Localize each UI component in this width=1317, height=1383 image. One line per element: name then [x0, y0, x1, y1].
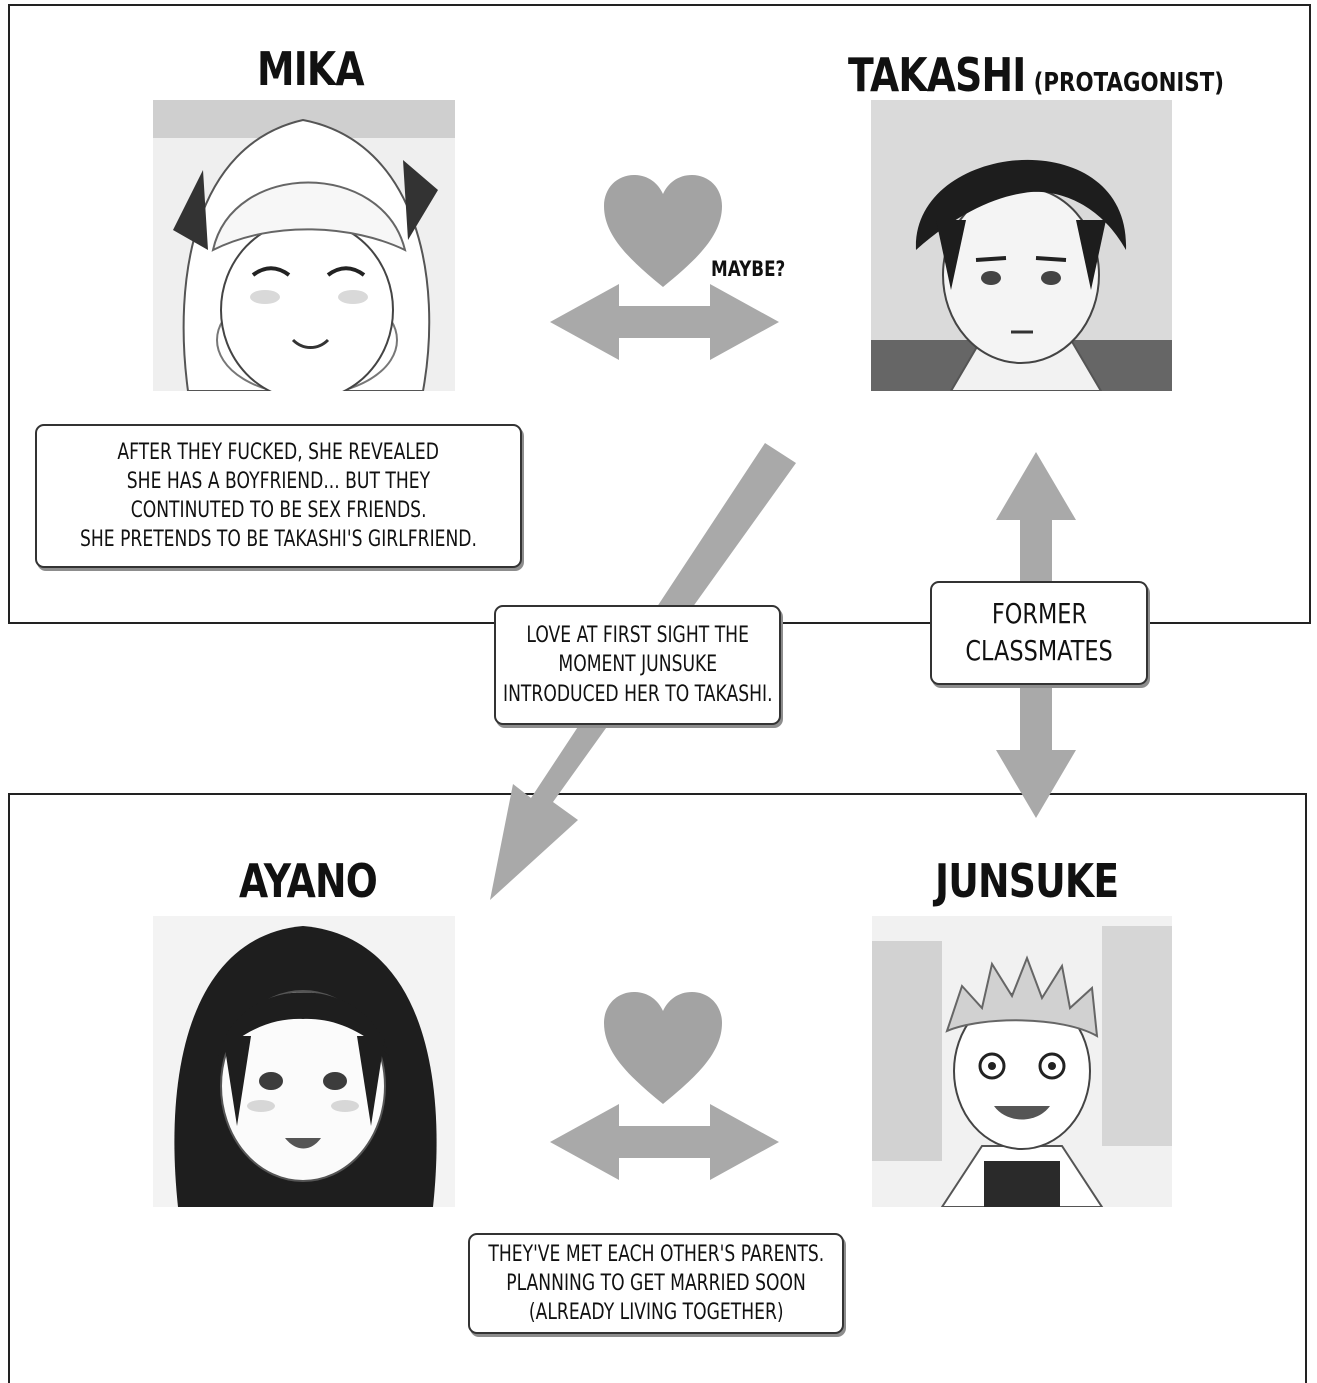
takashi-role: (PROTAGONIST)	[1033, 68, 1224, 98]
note-line: INTRODUCED HER TO TAKASHI.	[502, 681, 773, 707]
portrait-takashi	[871, 100, 1172, 391]
takashi-name: TAKASHI	[848, 48, 1026, 102]
character-name-ayano: AYANO	[239, 854, 378, 908]
heart-icon	[604, 175, 722, 287]
heart-icon	[604, 992, 722, 1104]
character-name-takashi: TAKASHI(PROTAGONIST)	[848, 52, 1224, 98]
spiky-haired-boy-icon	[872, 916, 1172, 1207]
mika-takashi-note: AFTER THEY FUCKED, SHE REVEALED SHE HAS …	[35, 424, 522, 568]
portrait-mika	[153, 100, 455, 391]
note-line: CONTINUTED TO BE SEX FRIENDS.	[130, 498, 427, 523]
note-line: MOMENT JUNSUKE	[558, 652, 717, 678]
note-line: SHE PRETENDS TO BE TAKASHI'S GIRLFRIEND.	[80, 527, 477, 553]
portrait-ayano	[153, 916, 455, 1207]
character-name-junsuke: JUNSUKE	[935, 854, 1119, 908]
note-line: AFTER THEY FUCKED, SHE REVEALED	[117, 439, 440, 465]
note-line: (ALREADY LIVING TOGETHER)	[528, 1300, 784, 1326]
note-line: LOVE AT FIRST SIGHT THE	[526, 623, 749, 649]
note-line: FORMER	[991, 597, 1087, 631]
character-name-mika: MIKA	[257, 42, 365, 96]
double-arrow-horizontal	[550, 1104, 779, 1180]
ayano-junsuke-note: THEY'VE MET EACH OTHER'S PARENTS. PLANNI…	[468, 1233, 844, 1334]
love-at-first-sight-note: LOVE AT FIRST SIGHT THE MOMENT JUNSUKE I…	[494, 605, 781, 725]
former-classmates-note: FORMER CLASSMATES	[930, 581, 1148, 685]
note-line: SHE HAS A BOYFRIEND... BUT THEY	[126, 468, 431, 494]
blonde-girl-icon	[153, 100, 455, 391]
note-line: PLANNING TO GET MARRIED SOON	[506, 1270, 806, 1296]
note-line: CLASSMATES	[965, 634, 1113, 667]
dark-haired-girl-icon	[153, 916, 455, 1207]
double-arrow-horizontal	[550, 284, 779, 360]
dark-haired-boy-icon	[871, 100, 1172, 391]
portrait-junsuke	[872, 916, 1172, 1207]
note-line: THEY'VE MET EACH OTHER'S PARENTS.	[488, 1241, 824, 1267]
maybe-label: MAYBE?	[711, 257, 786, 281]
